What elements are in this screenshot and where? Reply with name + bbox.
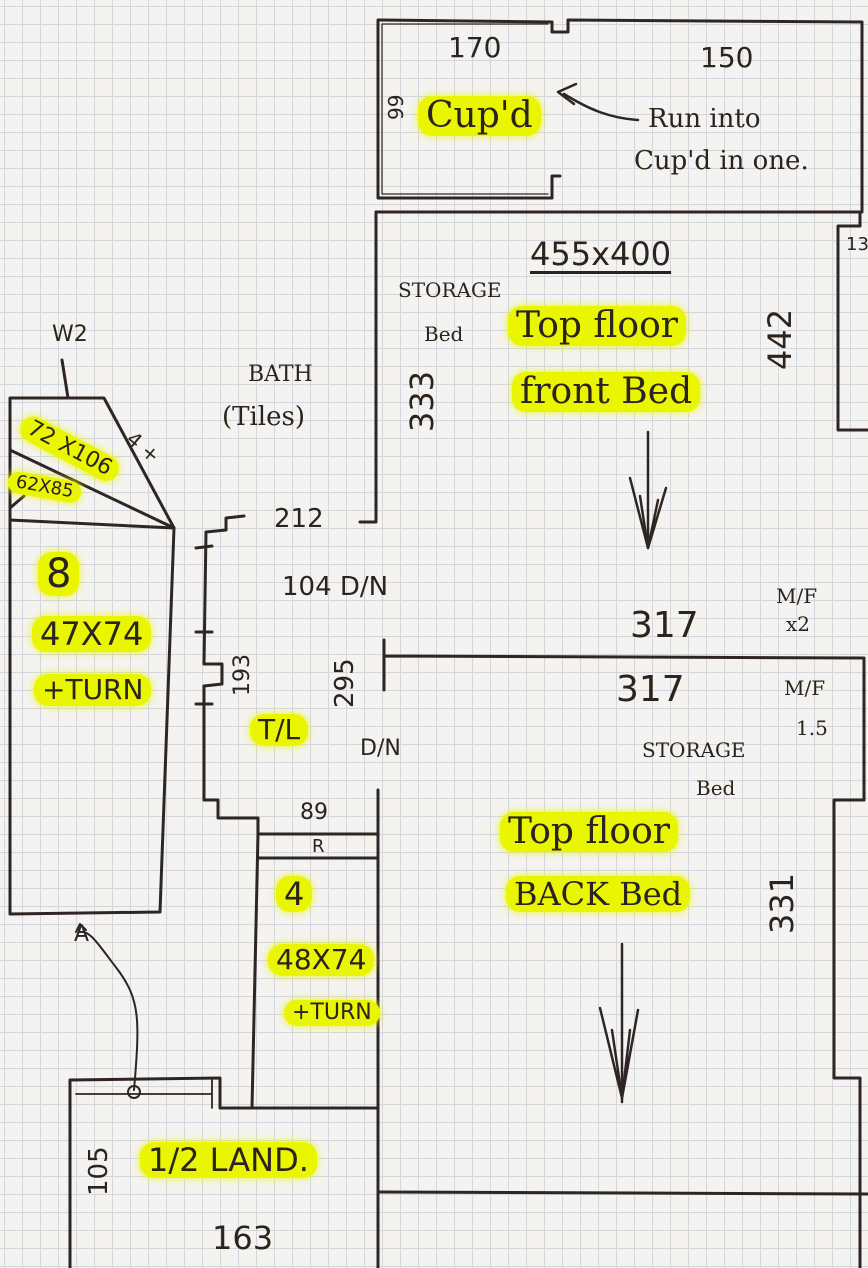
landing-depth: 193 [230,654,255,696]
stair-left-count: 8 [38,552,80,596]
mid-partition [382,638,866,802]
door-lower: D/N [360,736,401,761]
stair-right-turn: +TURN [284,1000,380,1026]
left-block-diagonal-2 [8,448,176,530]
stair-right-r: R [312,836,325,857]
cupd-name: Cup'd [418,96,541,136]
front-room-name-line2: front Bed [512,372,701,412]
cupboard-top-wall [550,18,864,214]
half-landing-width: 163 [212,1219,274,1257]
front-arrow-head [628,476,668,550]
front-room-name-line1: Top floor [508,306,686,346]
cupd-note-line1: Run into [648,104,761,134]
mf-upper-line1: M/F [776,584,818,608]
cupd-pointer-line [562,92,640,122]
left-block-outline [8,396,176,916]
half-landing-depth: 105 [84,1146,114,1196]
cupboard-outline [376,18,562,200]
window-leader [60,358,70,400]
stair-right-size: 48X74 [268,944,375,976]
back-storage-line2: Bed [696,776,736,800]
arrow-head-a [75,923,87,933]
half-landing-outline [68,1076,380,1268]
front-depth-right: 442 [761,308,799,370]
window-label: W2 [52,322,88,347]
bath-line1: BATH [248,362,313,387]
front-room-size: 455x400 [530,235,672,273]
arrow-mark: A [74,922,90,947]
partition-mark: 295 [330,658,360,708]
mid-width-lower: 317 [616,669,685,710]
stair-right-count: 4 [276,876,313,912]
back-room-name-line2: BACK Bed [506,876,691,912]
front-storage-line2: Bed [424,322,464,346]
mf-lower-line1: M/F [784,676,826,700]
stair-right-top: 89 [300,800,328,825]
bath-tick-1 [194,544,214,550]
cupd-right-width: 150 [700,41,754,74]
front-depth-left: 333 [403,370,441,432]
tl-mark: T/L [250,714,309,746]
half-landing: 1/2 LAND. [140,1142,317,1178]
back-arrow-head [598,1006,640,1100]
stair-left-size: 47X74 [32,616,152,652]
mid-width-upper: 317 [630,605,699,646]
cupd-top-width: 170 [448,31,502,64]
back-storage-line1: STORAGE [642,738,746,762]
stair-left-turn: +TURN [34,674,152,706]
cupd-pointer-head [556,82,578,106]
window-leader-2 [8,494,26,510]
door-upper: 104 D/N [282,572,389,602]
left-block-diagonal [8,518,176,530]
half-landing-inner [75,1079,213,1109]
mf-upper-line2: x2 [786,612,811,636]
cupd-note-line2: Cup'd in one. [634,146,809,176]
right-lower-bay [832,798,866,1268]
back-depth: 331 [763,872,801,934]
bath-stair-edge [202,514,260,836]
front-storage-line1: STORAGE [398,278,502,302]
arrow-tail-circle [127,1085,141,1099]
edge-mark: 13 [846,234,868,255]
bath-line2: (Tiles) [222,402,305,432]
arrow-curve [79,930,139,1091]
cupboard-inner-lines [381,23,549,195]
stair-right-column [250,788,380,1268]
cupd-depth: 99 [384,94,408,120]
bottom-wall [378,1190,868,1196]
bath-width: 212 [274,504,324,534]
mf-lower-line2: 1.5 [796,716,828,740]
back-room-name-line1: Top floor [500,812,678,852]
right-bay-wall [836,210,868,432]
